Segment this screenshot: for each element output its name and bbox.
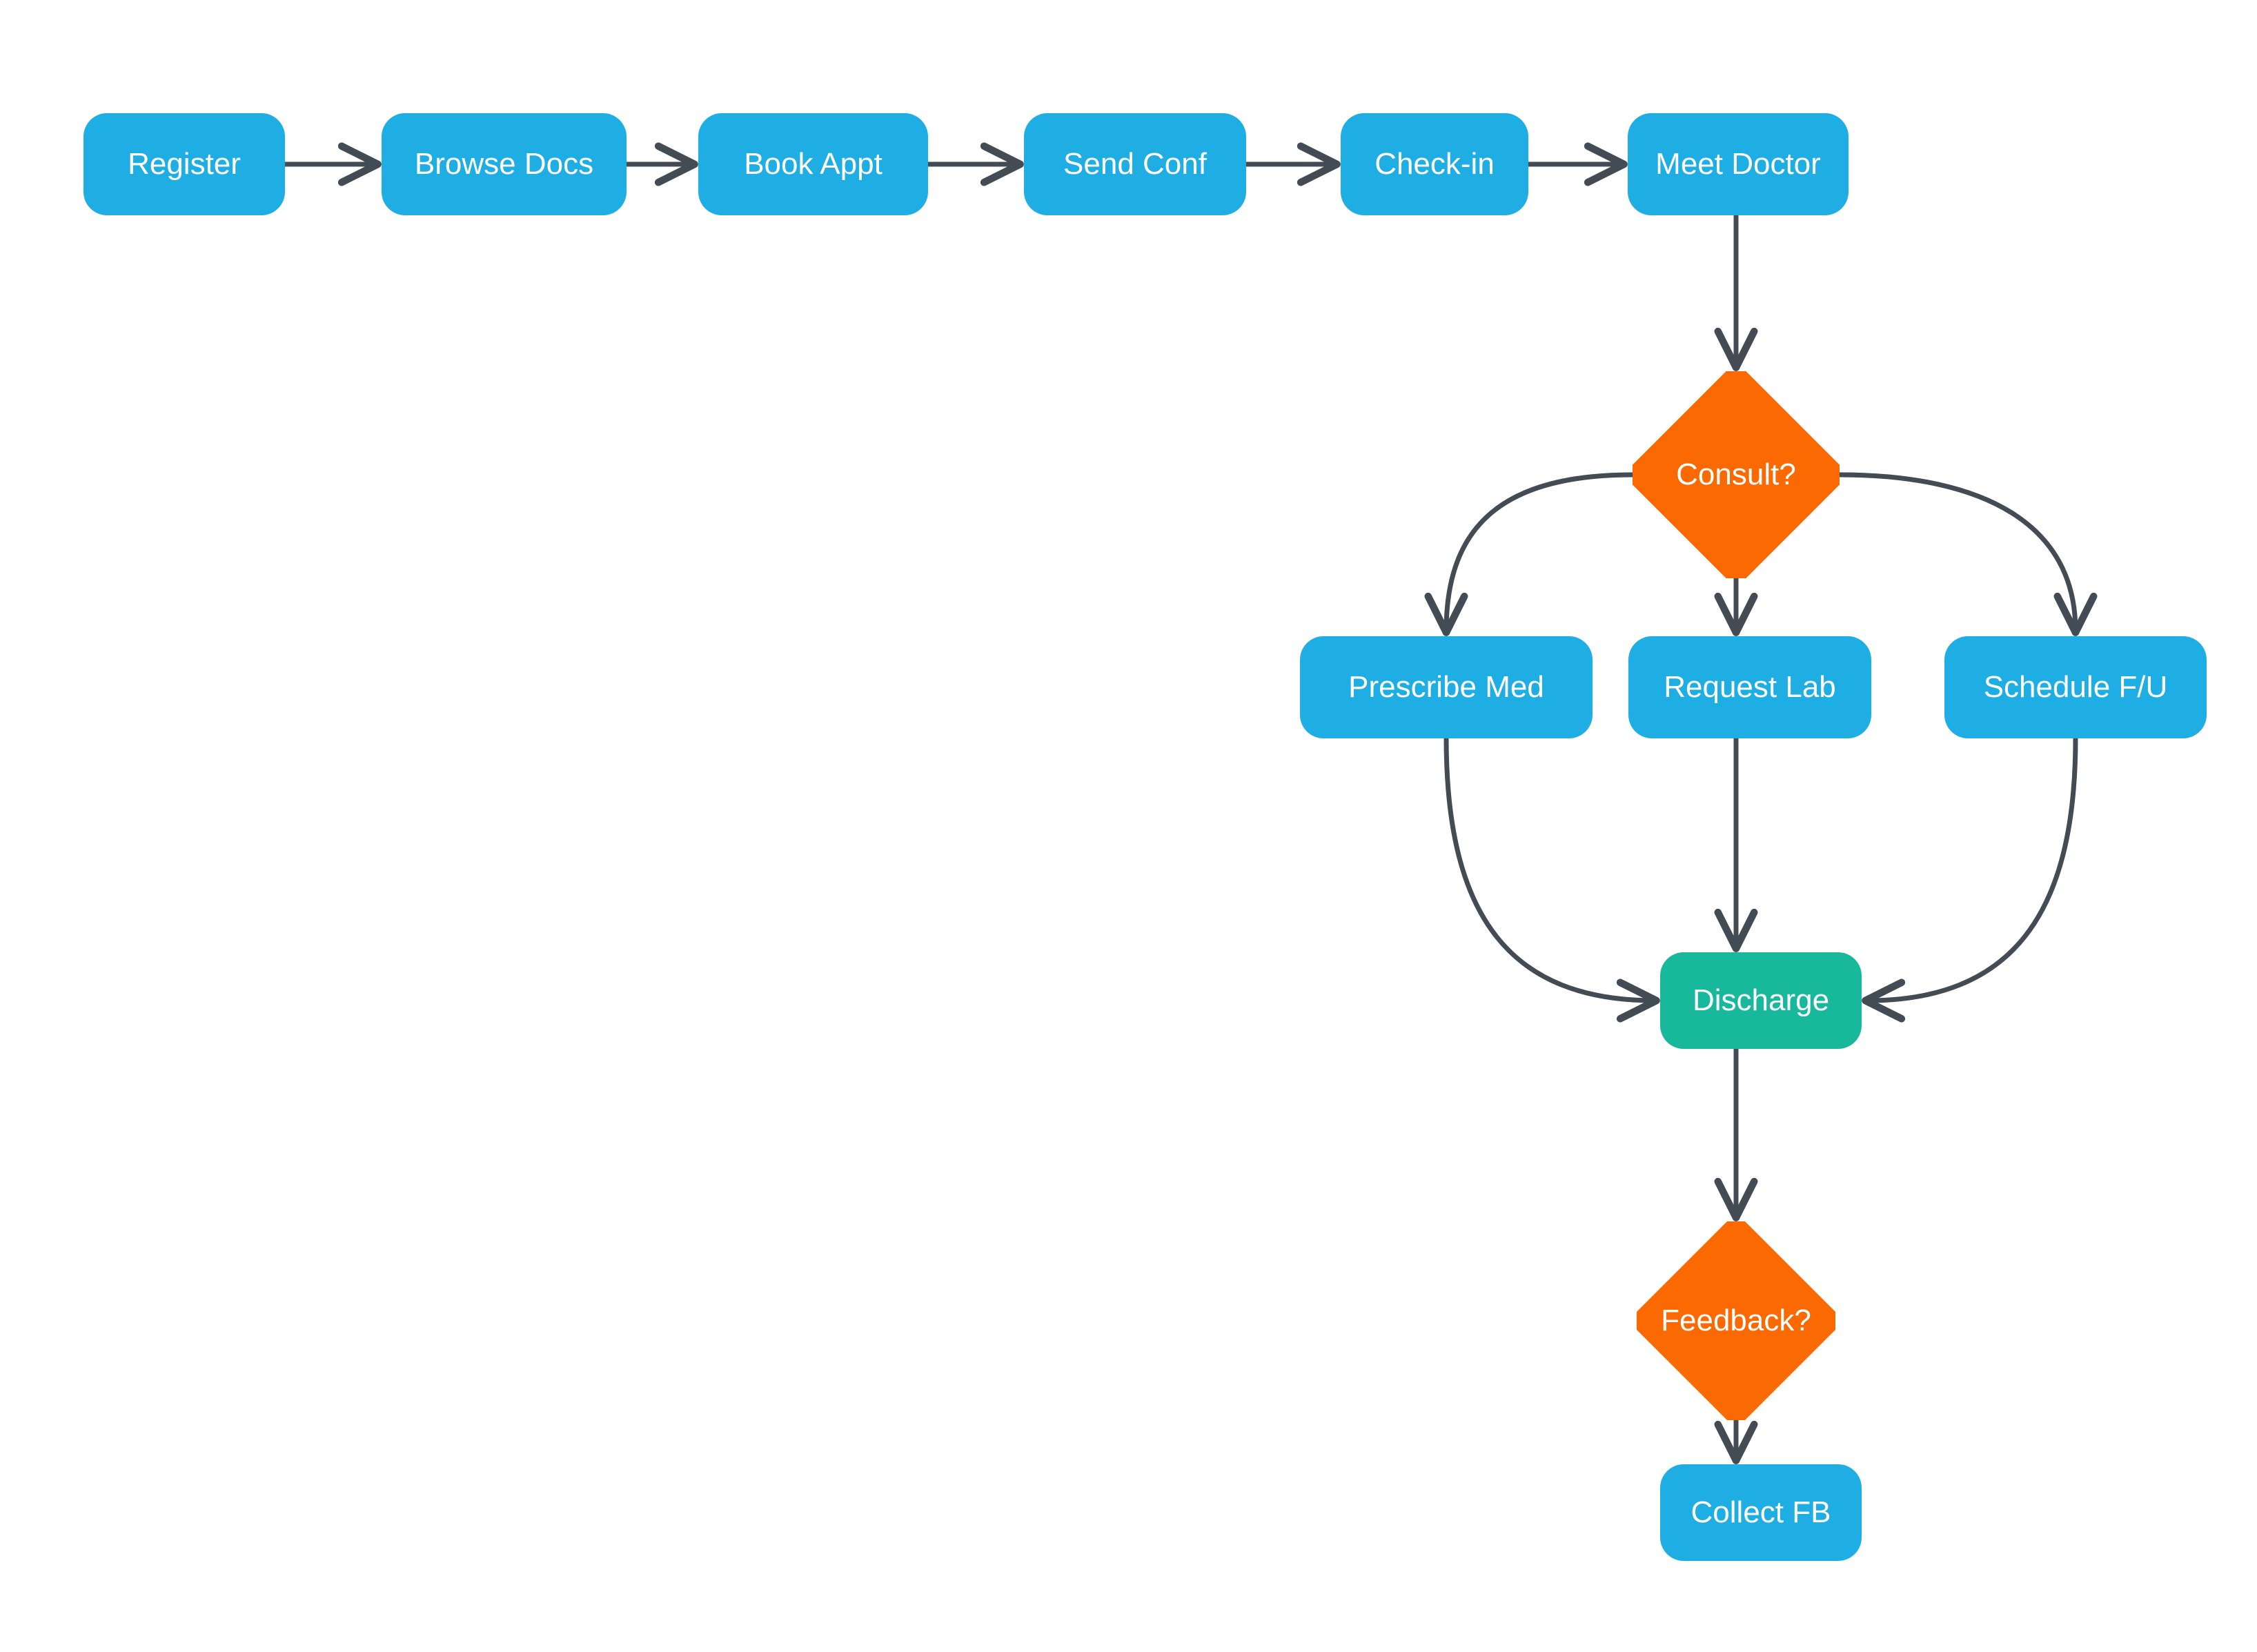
node-check-in[interactable]: Check-in (1341, 113, 1528, 215)
node-book-appt[interactable]: Book Appt (698, 113, 928, 215)
node-label-discharge: Discharge (1692, 983, 1830, 1017)
node-collect-fb[interactable]: Collect FB (1660, 1464, 1862, 1561)
diamond-shape-consult (1633, 371, 1840, 578)
node-label-prescribe-med: Prescribe Med (1348, 669, 1544, 704)
node-meet-doctor[interactable]: Meet Doctor (1628, 113, 1849, 215)
node-label-send-conf: Send Conf (1063, 146, 1207, 181)
node-browse-docs[interactable]: Browse Docs (382, 113, 627, 215)
node-label-schedule-fu: Schedule F/U (1983, 669, 2168, 704)
node-discharge[interactable]: Discharge (1660, 952, 1862, 1049)
node-label-register: Register (128, 146, 241, 181)
node-label-check-in: Check-in (1374, 146, 1495, 181)
edge-consult-to-prescribe-med (1424, 472, 1633, 636)
node-label-request-lab: Request Lab (1664, 669, 1836, 704)
node-prescribe-med[interactable]: Prescribe Med (1300, 636, 1593, 738)
node-send-conf[interactable]: Send Conf (1024, 113, 1246, 215)
node-label-book-appt: Book Appt (744, 146, 883, 181)
edge-prescribe-med-to-discharge (1443, 738, 1660, 1023)
node-consult[interactable]: Consult? (1633, 371, 1840, 578)
edge-consult-to-schedule-fu (1839, 472, 2098, 636)
node-label-browse-docs: Browse Docs (414, 146, 594, 181)
node-label-feedback: Feedback? (1661, 1303, 1811, 1337)
node-label-meet-doctor: Meet Doctor (1655, 146, 1821, 181)
node-label-consult: Consult? (1676, 457, 1796, 491)
node-request-lab[interactable]: Request Lab (1628, 636, 1871, 738)
edge-schedule-fu-to-discharge (1862, 738, 2078, 1023)
node-feedback[interactable]: Feedback? (1637, 1221, 1835, 1420)
node-schedule-fu[interactable]: Schedule F/U (1944, 636, 2207, 738)
node-label-collect-fb: Collect FB (1691, 1495, 1831, 1529)
diamond-shape-feedback (1637, 1221, 1835, 1420)
node-register[interactable]: Register (83, 113, 285, 215)
